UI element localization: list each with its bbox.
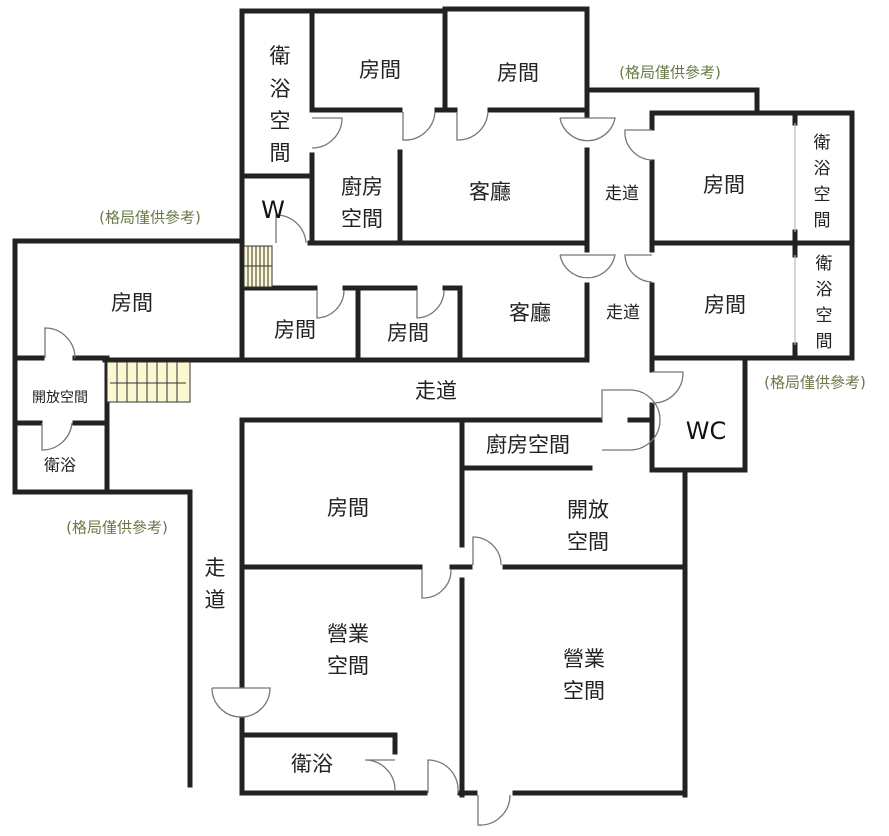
label-business2: 營業 <box>563 647 605 671</box>
label-room-top1: 房間 <box>359 58 401 82</box>
label-bath-low: 衛浴 <box>291 752 333 776</box>
label-room-right-bottom: 房間 <box>704 293 746 317</box>
label-corridor-main: 走道 <box>415 379 457 403</box>
label-bath-rb-2: 浴 <box>816 280 833 300</box>
label-bath-top: 衛 <box>270 44 291 68</box>
label-room-right-top: 房間 <box>703 173 745 197</box>
stairs-lower <box>106 361 191 403</box>
label-bath-rb: 衛 <box>816 254 833 274</box>
label-room-mid1: 房間 <box>274 318 316 342</box>
label-corridor-left-2: 道 <box>205 588 226 612</box>
label-bath-top-2: 浴 <box>270 77 291 101</box>
labels: 衛 浴 空 間 房間 房間 廚房 空間 客廳 W (格局僅供參考) (格局僅供參… <box>32 44 866 776</box>
note-left: (格局僅供參考) <box>99 209 201 227</box>
note-top-right: (格局僅供參考) <box>619 64 721 82</box>
label-bath-rt-3: 空 <box>814 185 831 205</box>
label-bath-rt-4: 間 <box>814 211 831 231</box>
label-business1-2: 空間 <box>327 654 369 678</box>
walls <box>12 6 855 798</box>
label-business1: 營業 <box>327 622 369 646</box>
stairs <box>106 245 273 403</box>
label-room-mid2: 房間 <box>387 321 429 345</box>
label-corridor-right-bottom: 走道 <box>606 303 640 323</box>
note-right: (格局僅供參考) <box>764 374 866 392</box>
label-corridor-right-top: 走道 <box>605 184 639 204</box>
note-bottom-left: (格局僅供參考) <box>66 519 168 537</box>
label-room-top2: 房間 <box>497 61 539 85</box>
label-bath-rt-2: 浴 <box>814 159 831 179</box>
label-bath-rb-3: 空 <box>816 306 833 326</box>
label-business2-2: 空間 <box>563 679 605 703</box>
label-living-mid: 客廳 <box>509 301 551 325</box>
label-corridor-left: 走 <box>205 556 226 580</box>
doors <box>41 111 684 826</box>
label-open-left: 開放空間 <box>32 390 88 406</box>
label-living-top: 客廳 <box>469 180 511 204</box>
label-bath-top-3: 空 <box>270 109 291 133</box>
label-bath-rt: 衛 <box>814 133 831 153</box>
label-wc: WC <box>686 417 727 445</box>
label-open-low-2: 空間 <box>567 530 609 554</box>
label-room-low: 房間 <box>327 496 369 520</box>
label-kitchen-low: 廚房空間 <box>486 433 570 457</box>
label-open-low: 開放 <box>567 498 609 522</box>
label-kitchen-top-2: 空間 <box>341 207 383 231</box>
label-room-left: 房間 <box>111 291 153 315</box>
label-bath-rb-4: 間 <box>816 332 833 352</box>
label-kitchen-top: 廚房 <box>341 175 383 199</box>
label-bath-top-4: 間 <box>270 141 291 165</box>
label-bath-left: 衛浴 <box>44 456 76 475</box>
label-w: W <box>261 196 285 224</box>
